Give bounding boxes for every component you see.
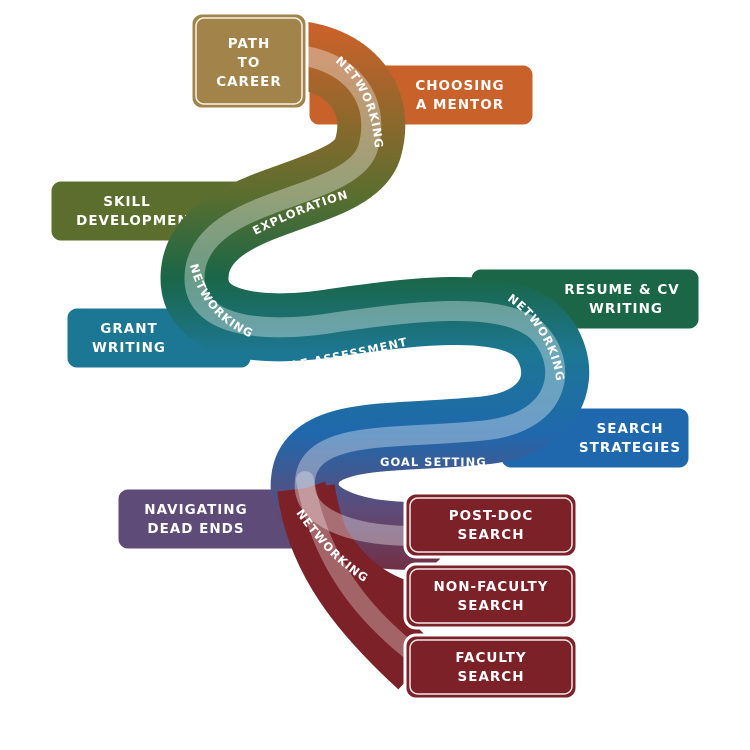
box-path-to-career: PATH TO CAREER — [189, 11, 309, 111]
box-label: NAVIGATING — [144, 502, 247, 518]
box-label: STRATEGIES — [579, 440, 681, 456]
box-label: CAREER — [216, 74, 282, 90]
box-label: NON-FACULTY — [433, 579, 548, 595]
road-lane-branch — [296, 471, 424, 664]
box-label: WRITING — [589, 301, 663, 317]
career-road: NETWORKING EXPLORATION NETWORKING SELF A… — [160, 20, 590, 690]
box-label: RESUME & CV — [564, 282, 680, 298]
box-label: SEARCH — [597, 421, 664, 437]
box-navigating-dead-ends: NAVIGATING DEAD ENDS — [115, 486, 325, 552]
road-label-goal-setting: GOAL SETTING — [380, 455, 487, 469]
box-label: DEAD ENDS — [147, 521, 244, 537]
road-branch-nonfaculty — [287, 481, 423, 624]
box-label: SEARCH — [458, 669, 525, 685]
box-label: PATH — [228, 36, 271, 52]
box-label: WRITING — [92, 340, 166, 356]
box-label: SKILL — [103, 194, 150, 210]
box-label: DEVELOPMENT — [76, 213, 200, 229]
box-post-doc-search: POST-DOC SEARCH — [403, 491, 579, 559]
box-label: FACULTY — [455, 650, 526, 666]
box-label: A MENTOR — [416, 97, 504, 113]
road-surface — [160, 20, 590, 570]
front-boxes-layer: PATH TO CAREER POST-DOC SEARCH NON-FACUL… — [189, 11, 579, 701]
box-label: POST-DOC — [449, 508, 534, 524]
box-label: SEARCH — [458, 598, 525, 614]
box-label: TO — [238, 55, 261, 71]
road-lane — [184, 44, 566, 546]
box-label: CHOOSING — [415, 78, 504, 94]
box-non-faculty-search: NON-FACULTY SEARCH — [403, 562, 579, 630]
box-label: SEARCH — [458, 527, 525, 543]
box-label: GRANT — [100, 321, 157, 337]
box-faculty-search: FACULTY SEARCH — [403, 633, 579, 701]
